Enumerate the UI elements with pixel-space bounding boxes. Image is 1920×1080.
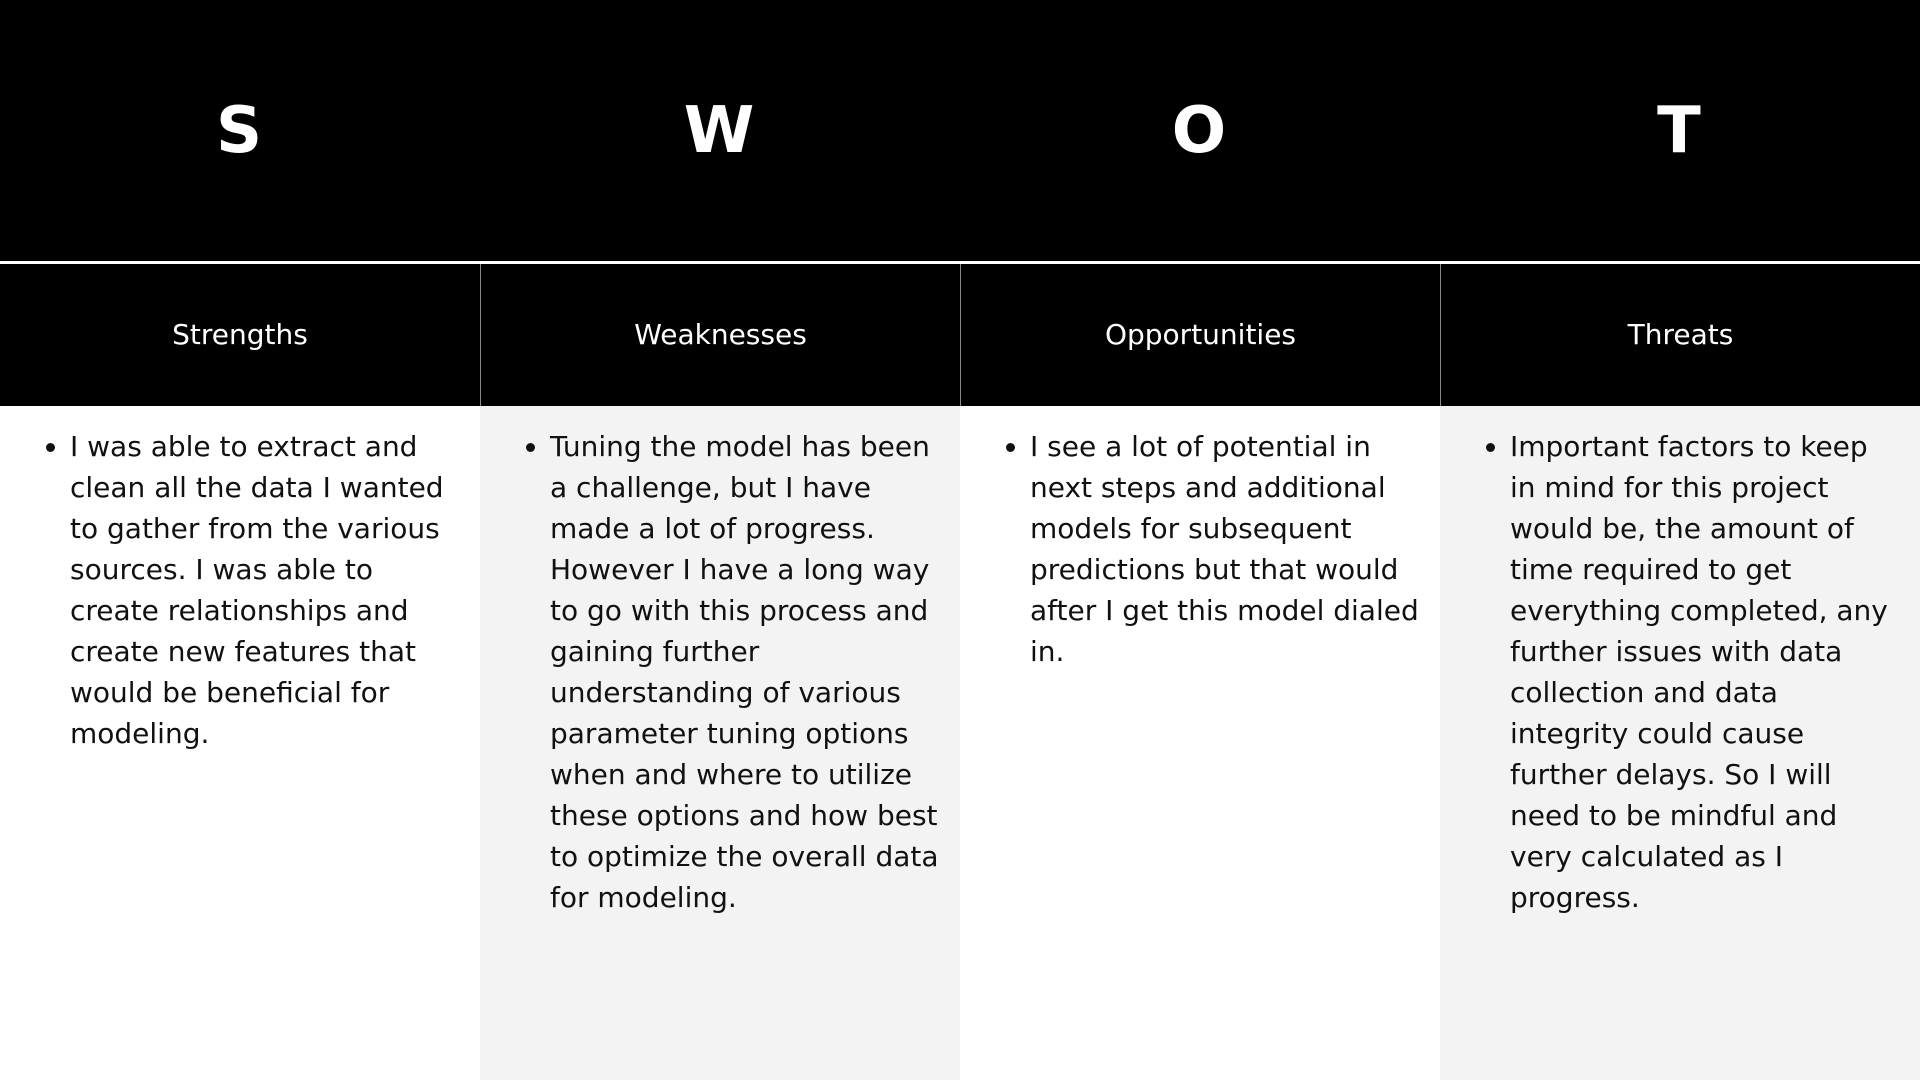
swot-letter-band: S W O T [0, 0, 1920, 262]
weaknesses-column: Tuning the model has been a challenge, b… [480, 406, 960, 1080]
band-divider [0, 261, 1920, 264]
weaknesses-list: Tuning the model has been a challenge, b… [520, 426, 940, 918]
threats-item: Important factors to keep in mind for th… [1510, 426, 1900, 918]
threats-list: Important factors to keep in mind for th… [1480, 426, 1900, 918]
header-cell-weaknesses: Weaknesses [480, 264, 960, 406]
weaknesses-item: Tuning the model has been a challenge, b… [550, 426, 940, 918]
letter-o: O [1171, 94, 1229, 168]
letter-cell-o: O [960, 0, 1440, 262]
letter-cell-s: S [0, 0, 480, 262]
letter-cell-w: W [480, 0, 960, 262]
header-weaknesses: Weaknesses [634, 318, 807, 351]
letter-s: S [215, 94, 265, 168]
header-strengths: Strengths [172, 318, 308, 351]
threats-column: Important factors to keep in mind for th… [1440, 406, 1920, 1080]
swot-header-row: Strengths Weaknesses Opportunities Threa… [0, 264, 1920, 406]
opportunities-list: I see a lot of potential in next steps a… [1000, 426, 1420, 672]
header-cell-strengths: Strengths [0, 264, 480, 406]
strengths-column: I was able to extract and clean all the … [0, 406, 480, 1080]
strengths-item: I was able to extract and clean all the … [70, 426, 460, 754]
letter-w: W [683, 94, 757, 168]
swot-content-row: I was able to extract and clean all the … [0, 406, 1920, 1080]
header-cell-threats: Threats [1440, 264, 1920, 406]
letter-cell-t: T [1440, 0, 1920, 262]
header-opportunities: Opportunities [1104, 318, 1297, 351]
strengths-list: I was able to extract and clean all the … [40, 426, 460, 754]
header-cell-opportunities: Opportunities [960, 264, 1440, 406]
opportunities-column: I see a lot of potential in next steps a… [960, 406, 1440, 1080]
letter-t: T [1657, 94, 1703, 168]
opportunities-item: I see a lot of potential in next steps a… [1030, 426, 1420, 672]
header-threats: Threats [1627, 318, 1734, 351]
